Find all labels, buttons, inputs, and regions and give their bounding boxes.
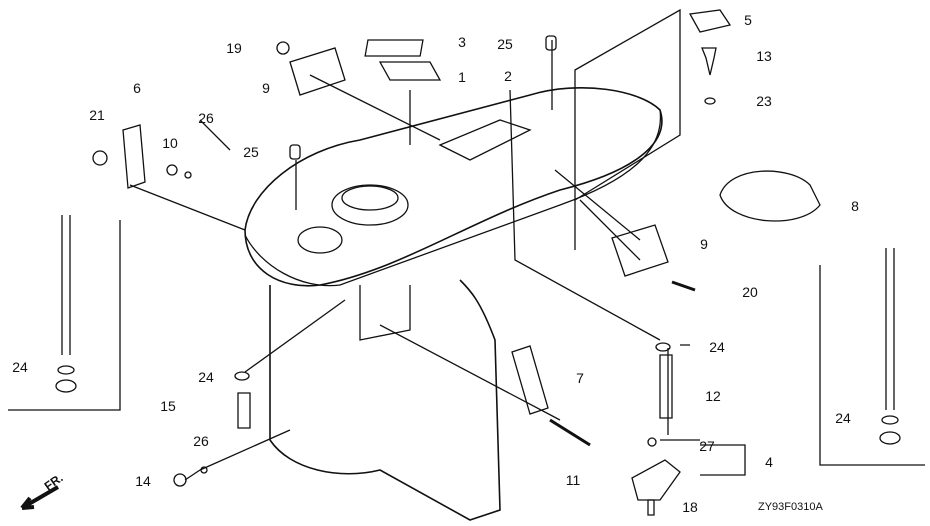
part-13-bolt	[701, 47, 717, 76]
part-9-block-2	[611, 224, 669, 277]
part-stud-right	[885, 248, 895, 410]
part-3-pad	[364, 39, 424, 57]
callout-24-b: 24	[709, 339, 725, 355]
callout-14: 14	[135, 473, 151, 489]
part-25-dowel	[545, 35, 557, 51]
part-20-bolt	[671, 280, 696, 292]
part-stud-left	[61, 215, 71, 355]
part-7-grommet	[511, 345, 549, 415]
callout-11: 11	[565, 472, 581, 488]
zone-box-left	[8, 220, 121, 411]
gear-case-lower	[269, 279, 501, 521]
part-9-block	[289, 47, 346, 96]
callout-25: 25	[497, 36, 513, 52]
part-8-anode	[719, 170, 821, 222]
callout-25-b: 25	[243, 144, 259, 160]
callout-2: 2	[504, 68, 512, 84]
zone-box-right	[819, 265, 925, 466]
part-1-clip	[378, 61, 442, 81]
part-25-dowel-2	[289, 144, 301, 160]
part-24-washer	[234, 371, 250, 381]
part-19-nut	[276, 41, 290, 55]
part-4-bracket	[631, 459, 681, 501]
callout-24-c: 24	[198, 369, 214, 385]
part-21-cap	[92, 150, 108, 166]
part-23-washer	[704, 97, 716, 105]
callout-20: 20	[742, 284, 758, 300]
callout-8: 8	[851, 198, 859, 214]
callout-21: 21	[89, 107, 105, 123]
zone-box-1	[574, 8, 681, 202]
callout-9-b: 9	[700, 236, 708, 252]
diagram-code: ZY93F0310A	[758, 501, 823, 513]
callout-26: 26	[198, 110, 214, 126]
callout-19: 19	[226, 40, 242, 56]
callout-7: 7	[576, 370, 584, 386]
callout-1: 1	[458, 69, 466, 85]
callout-4: 4	[765, 454, 773, 470]
callout-15: 15	[160, 398, 176, 414]
callout-24-d: 24	[835, 410, 851, 426]
part-12-bolt	[659, 354, 673, 419]
callout-27: 27	[699, 438, 715, 454]
callout-18: 18	[682, 499, 698, 515]
gear-case-housing	[244, 86, 663, 287]
part-15-bolt	[237, 392, 251, 429]
callout-6: 6	[133, 80, 141, 96]
part-10-nut	[166, 164, 178, 176]
part-14-nut	[173, 473, 187, 487]
callout-13: 13	[756, 48, 772, 64]
callout-26-b: 26	[193, 433, 209, 449]
part-6-grommet	[122, 124, 146, 189]
callout-12: 12	[705, 388, 721, 404]
part-18-screw	[647, 499, 655, 516]
gear-case-bore	[331, 184, 409, 226]
gear-case-plate	[244, 109, 662, 287]
part-11-screw	[549, 418, 591, 447]
part-26-washer	[184, 171, 192, 179]
callout-23: 23	[756, 93, 772, 109]
front-arrow-icon	[20, 485, 60, 510]
callout-3: 3	[458, 34, 466, 50]
callout-9: 9	[262, 80, 270, 96]
callout-5: 5	[744, 12, 752, 28]
callout-10: 10	[162, 135, 178, 151]
part-5-cap	[688, 9, 732, 33]
part-24-washer-2	[655, 342, 671, 352]
callout-24-a: 24	[12, 359, 28, 375]
